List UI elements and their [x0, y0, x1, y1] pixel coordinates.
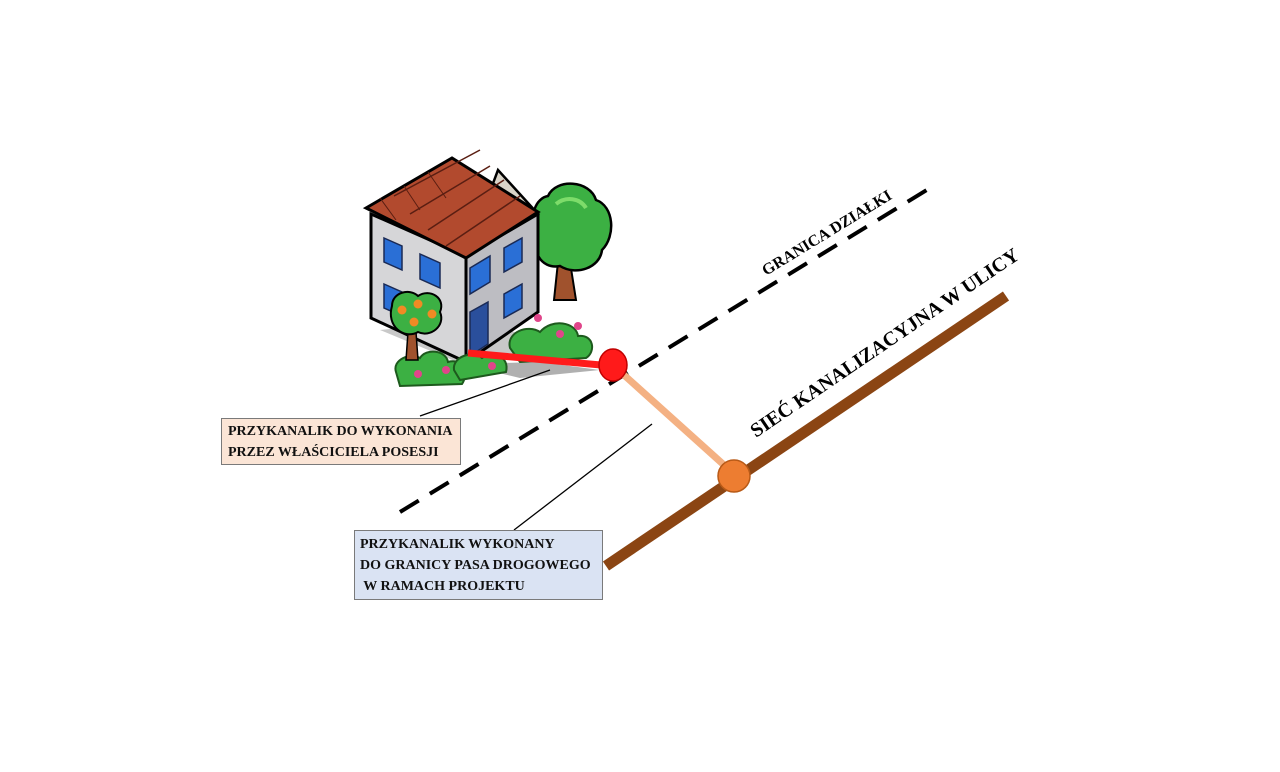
owner-callout-line-2: PRZEZ WŁAŚCICIELA POSESJI: [228, 445, 439, 460]
street-sewer-pipe: [602, 291, 1010, 571]
fruit-tree-illustration: [389, 290, 443, 361]
owner-callout-line-1: PRZYKANALIK DO WYKONANIA: [228, 424, 453, 439]
owner-callout-leader: [419, 369, 551, 417]
project-callout-line-1: PRZYKANALIK WYKONANY: [360, 537, 555, 552]
project-callout-leader: [513, 423, 653, 531]
tree-illustration: [532, 182, 613, 301]
project-callout-line-2: DO GRANICY PASA DROGOWEGO: [360, 558, 591, 573]
street-sewer-label: SIEĆ KANALIZACYJNA W ULICY: [745, 242, 1024, 442]
project-connection-pipe: [611, 363, 737, 477]
plot-boundary-label: GRANICA DZIAŁKI: [759, 187, 895, 279]
garden-shrubs: [394, 314, 594, 388]
project-connection-callout: PRZYKANALIK WYKONANY DO GRANICY PASA DRO…: [354, 530, 603, 600]
owner-connection-callout: PRZYKANALIK DO WYKONANIA PRZEZ WŁAŚCICIE…: [221, 418, 461, 465]
owner-connection-pipe: [467, 349, 613, 370]
boundary-connection-point: [598, 348, 628, 382]
sewer-connection-point: [717, 459, 751, 493]
project-callout-line-3: W RAMACH PROJEKTU: [360, 579, 525, 594]
